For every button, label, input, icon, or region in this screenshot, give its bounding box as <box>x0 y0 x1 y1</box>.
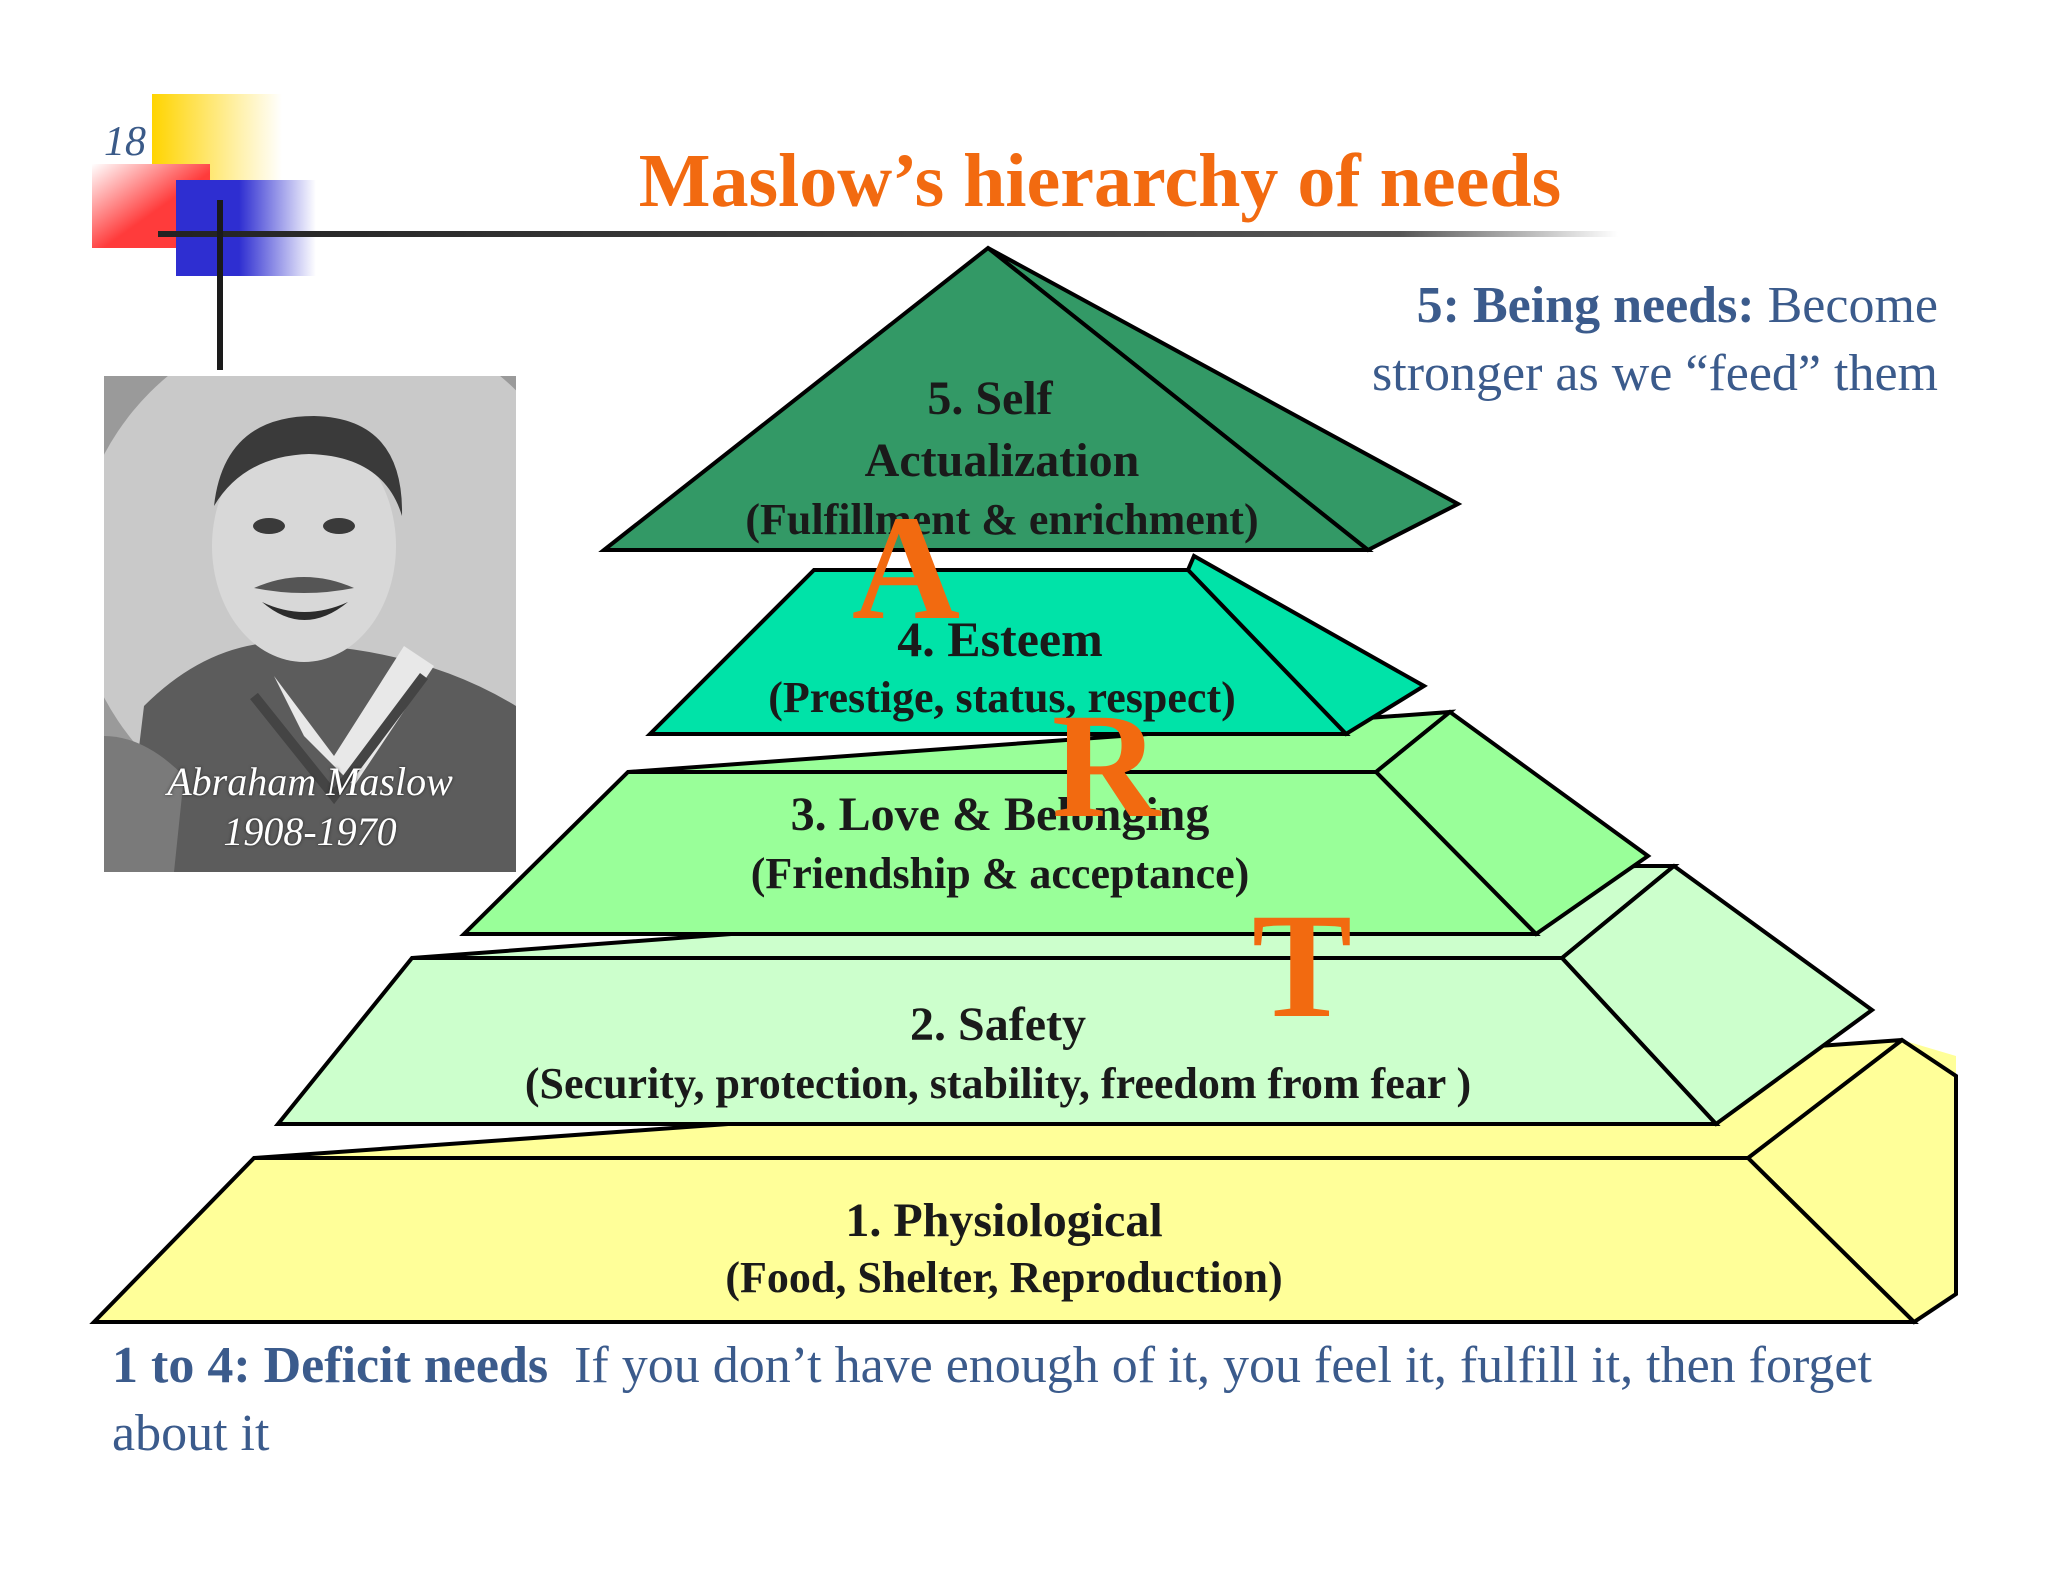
deco-vertical-line <box>217 200 223 370</box>
level-3-love-belonging <box>459 709 1652 937</box>
level-3-detail: (Friendship & acceptance) <box>751 849 1250 898</box>
overlay-letter-t: T <box>1252 883 1352 1049</box>
deficit-needs-heading: 1 to 4: Deficit needs <box>112 1337 549 1394</box>
portrait-hair <box>214 416 403 516</box>
level-5-title-line2: Actualization <box>865 434 1140 487</box>
level-2-front-face <box>273 956 1721 1126</box>
portrait-smile <box>262 602 348 620</box>
level-4-title: 4. Esteem <box>897 611 1103 667</box>
being-needs-heading: 5: Being needs: <box>1416 277 1755 334</box>
slide-number: 18 <box>104 119 146 165</box>
being-needs-text-line2: stronger as we “feed” them <box>1372 345 1938 402</box>
portrait-moustache <box>254 577 354 593</box>
portrait-sweater-vneck <box>250 673 428 805</box>
title-rule <box>158 231 1618 237</box>
level-3-title: 3. Love & Belonging <box>791 788 1210 841</box>
level-5-front-face <box>598 245 1374 552</box>
level-4-front-face <box>645 568 1351 736</box>
level-5-detail: (Fulfillment & enrichment) <box>745 495 1258 544</box>
level-4-detail: (Prestige, status, respect) <box>768 673 1236 722</box>
overlay-letter-r: R <box>1052 683 1162 849</box>
deficit-needs-note: 1 to 4: Deficit needs If you don’t have … <box>112 1332 1952 1468</box>
being-needs-note: 5: Being needs: Become stronger as we “f… <box>1270 272 1938 408</box>
level-2-title: 2. Safety <box>910 998 1086 1051</box>
level-1-title: 1. Physiological <box>845 1194 1162 1247</box>
level-1-front-face <box>89 1156 1919 1324</box>
deficit-needs-text: If you don’t have enough of it, you feel… <box>112 1337 1872 1462</box>
being-needs-text-line1: Become <box>1767 277 1938 334</box>
portrait-drawing <box>104 376 516 872</box>
slide-title: Maslow’s hierarchy of needs <box>638 139 1562 223</box>
maslow-portrait: Abraham Maslow 1908-1970 <box>104 376 516 872</box>
level-5-self-actualization <box>598 245 1463 553</box>
overlay-letter-a: A <box>852 485 960 651</box>
level-3-front-face <box>459 770 1541 936</box>
portrait-caption-years: 1908-1970 <box>223 809 397 854</box>
level-2-detail: (Security, protection, stability, freedo… <box>525 1059 1471 1108</box>
level-5-title-line1: 5. Self <box>927 372 1053 425</box>
portrait-arm <box>104 736 184 872</box>
portrait-face <box>212 430 396 662</box>
level-1-detail: (Food, Shelter, Reproduction) <box>725 1253 1282 1302</box>
portrait-body <box>124 642 516 872</box>
title-decoration <box>92 94 1618 370</box>
portrait-caption-name: Abraham Maslow <box>167 759 453 804</box>
level-4-esteem <box>645 553 1428 737</box>
deco-blue-square <box>176 180 316 276</box>
portrait-collar <box>274 646 434 786</box>
